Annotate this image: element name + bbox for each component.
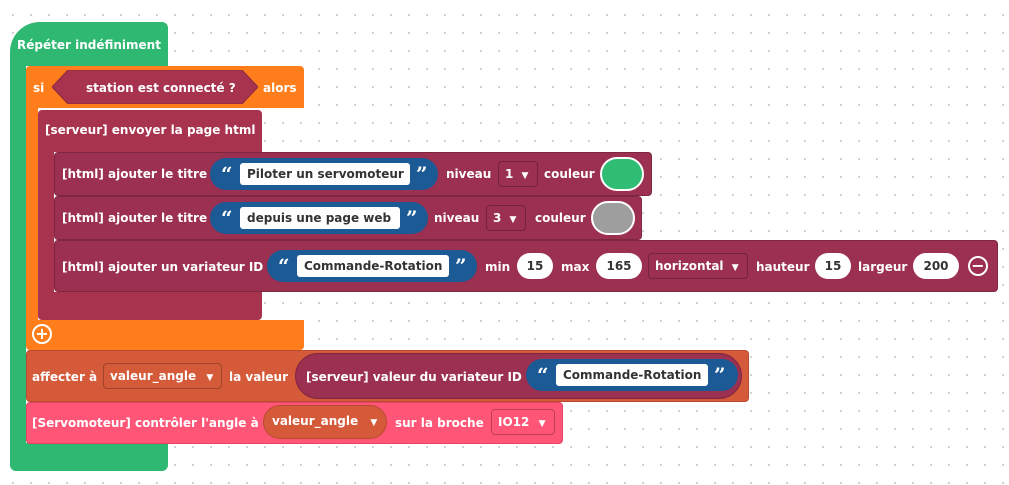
chevron-down-icon: ▼ (521, 171, 529, 181)
server-slider-value-label: [serveur] valeur du variateur ID (306, 370, 522, 384)
niveau-label-2: niveau (434, 211, 480, 225)
largeur-label: largeur (858, 260, 908, 274)
color-swatch-gray[interactable] (591, 201, 635, 235)
title-text-pill-2[interactable]: “ depuis une page web ” (210, 202, 428, 234)
assign-variable-dropdown[interactable]: valeur_angle ▼ (103, 363, 222, 389)
add-title-label-2: [html] ajouter le titre (62, 211, 208, 225)
then-label: alors (263, 81, 297, 95)
close-quote-icon: ” (714, 363, 726, 387)
forever-loop-footer (10, 443, 168, 471)
send-page-label: [serveur] envoyer la page html (45, 123, 256, 137)
station-connected-condition[interactable] (52, 70, 258, 104)
minus-circle-icon[interactable]: − (968, 256, 988, 276)
condition-label: station est connecté ? (86, 81, 236, 95)
forever-loop-block[interactable] (10, 22, 168, 66)
if-block-footer (26, 320, 304, 350)
open-quote-icon: “ (221, 206, 233, 230)
if-block-arm (26, 100, 38, 330)
title-text-field-2[interactable]: depuis une page web (240, 207, 400, 229)
color-swatch-green[interactable] (600, 157, 644, 191)
close-quote-icon: ” (416, 162, 428, 186)
chevron-down-icon: ▼ (538, 419, 546, 429)
close-quote-icon: ” (406, 206, 418, 230)
niveau-dropdown-2[interactable]: 3 ▼ (486, 205, 526, 231)
hauteur-input[interactable]: 15 (815, 253, 851, 279)
chevron-down-icon: ▼ (731, 263, 739, 273)
add-title-label-1: [html] ajouter le titre (62, 167, 208, 181)
title-text-pill-1[interactable]: “ Piloter un servomoteur ” (210, 158, 438, 190)
pin-label: sur la broche (395, 416, 484, 430)
niveau-dropdown-1[interactable]: 1 ▼ (498, 161, 538, 187)
chevron-down-icon: ▼ (509, 215, 517, 225)
open-quote-icon: “ (221, 162, 233, 186)
assign-label: affecter à (32, 370, 98, 384)
largeur-input[interactable]: 200 (913, 253, 959, 279)
orientation-dropdown[interactable]: horizontal ▼ (648, 253, 748, 279)
servo-variable-dropdown[interactable]: valeur_angle ▼ (272, 414, 378, 428)
add-slider-label: [html] ajouter un variateur ID (62, 260, 264, 274)
if-label: si (33, 81, 45, 95)
send-html-page-block[interactable] (38, 110, 262, 152)
servo-variable-pill[interactable] (263, 405, 387, 439)
open-quote-icon: “ (537, 363, 549, 387)
send-html-page-footer (38, 292, 262, 320)
close-quote-icon: ” (455, 254, 467, 278)
assign-value-label: la valeur (229, 370, 289, 384)
plus-circle-icon[interactable]: + (32, 324, 52, 344)
niveau-label-1: niveau (446, 167, 492, 181)
servo-label: [Servomoteur] contrôler l'angle à (32, 416, 259, 430)
max-label: max (561, 260, 590, 274)
source-id-pill[interactable]: “ Commande-Rotation ” (526, 359, 738, 391)
max-input[interactable]: 165 (596, 253, 642, 279)
slider-id-field[interactable]: Commande-Rotation (297, 255, 449, 277)
couleur-label-1: couleur (544, 167, 595, 181)
couleur-label-2: couleur (535, 211, 586, 225)
slider-id-pill[interactable]: “ Commande-Rotation ” (267, 250, 477, 282)
hauteur-label: hauteur (756, 260, 810, 274)
min-label: min (485, 260, 511, 274)
chevron-down-icon: ▼ (206, 373, 214, 383)
chevron-down-icon: ▼ (370, 418, 378, 428)
min-input[interactable]: 15 (517, 253, 553, 279)
title-text-field-1[interactable]: Piloter un servomoteur (240, 163, 410, 185)
open-quote-icon: “ (278, 254, 290, 278)
forever-loop-arm (10, 60, 26, 460)
forever-loop-label: Répéter indéfiniment (17, 38, 161, 52)
source-id-field[interactable]: Commande-Rotation (556, 364, 708, 386)
pin-dropdown[interactable]: IO12 ▼ (491, 409, 555, 435)
send-html-page-arm (38, 148, 54, 308)
